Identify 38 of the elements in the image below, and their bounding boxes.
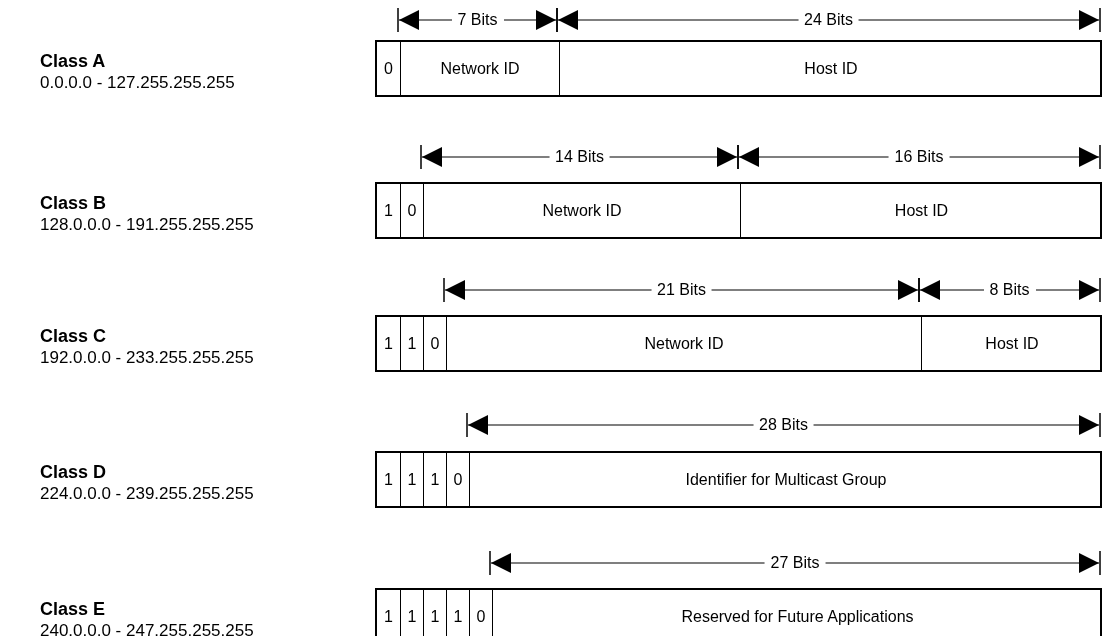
field-name: Host ID (559, 42, 1102, 95)
bit-value: 0 (423, 317, 446, 370)
address-range: 240.0.0.0 - 247.255.255.255 (40, 621, 254, 636)
class-name: Class C (40, 326, 107, 347)
class-name: Class A (40, 51, 106, 72)
bit-value: 1 (423, 453, 446, 506)
field-name: Host ID (740, 184, 1102, 237)
bit-value: 1 (377, 590, 400, 636)
address-format-bar (375, 182, 1102, 239)
address-format-bar (375, 315, 1102, 372)
address-format-bar (375, 451, 1102, 508)
field-name: Network ID (400, 42, 559, 95)
field-name: Network ID (446, 317, 921, 370)
field-name: Host ID (921, 317, 1102, 370)
bit-value: 1 (400, 590, 423, 636)
address-range: 192.0.0.0 - 233.255.255.255 (40, 348, 254, 368)
bit-value: 0 (377, 42, 400, 95)
class-name: Class E (40, 599, 106, 620)
class-name: Class D (40, 462, 107, 483)
address-range: 224.0.0.0 - 239.255.255.255 (40, 484, 254, 504)
address-format-bar (375, 40, 1102, 97)
class-name: Class B (40, 193, 107, 214)
bit-value: 0 (446, 453, 469, 506)
bit-value: 1 (423, 590, 446, 636)
field-name: Reserved for Future Applications (492, 590, 1102, 636)
bit-value: 1 (377, 184, 400, 237)
address-format-bar (375, 588, 1102, 636)
field-name: Network ID (423, 184, 740, 237)
field-name: Identifier for Multicast Group (469, 453, 1102, 506)
bit-value: 1 (400, 453, 423, 506)
bit-value: 0 (469, 590, 492, 636)
bit-value: 1 (400, 317, 423, 370)
bit-value: 0 (400, 184, 423, 237)
bit-value: 1 (446, 590, 469, 636)
address-range: 128.0.0.0 - 191.255.255.255 (40, 215, 254, 235)
bit-value: 1 (377, 453, 400, 506)
address-range: 0.0.0.0 - 127.255.255.255 (40, 73, 235, 93)
bit-value: 1 (377, 317, 400, 370)
